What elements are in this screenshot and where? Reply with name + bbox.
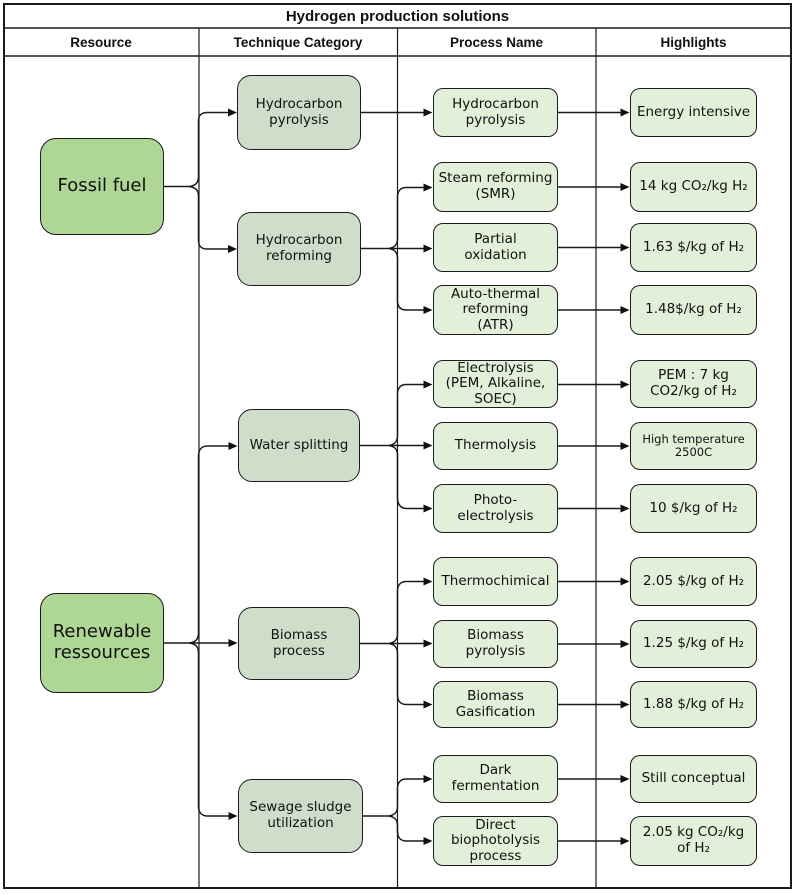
header-resource: Resource [70, 34, 132, 50]
highlight-node-photo-cost: 10 $/kg of H₂ [630, 484, 757, 533]
header-process: Process Name [449, 34, 544, 50]
process-node-steam-reforming: Steam reforming (SMR) [433, 162, 558, 212]
connector-biomass-to-thermochimical [388, 577, 433, 645]
highlight-node-partial-cost: 1.63 $/kg of H₂ [630, 223, 757, 272]
connector-reforming-to-atr [388, 247, 433, 314]
category-node-hydrocarbon-pyrolysis: Hydrocarbon pyrolysis [237, 75, 361, 150]
highlight-node-energy-intensive: Energy intensive [630, 88, 757, 137]
category-node-water-splitting: Water splitting [238, 409, 360, 482]
connector-sewage-to-dark [388, 775, 433, 817]
header-highlights: Highlights [660, 34, 727, 50]
process-node-biomass-gasification: Biomass Gasification [433, 681, 558, 728]
category-node-sewage-sludge: Sewage sludge utilization [238, 779, 363, 853]
connector-fossil-to-pyrolysis [189, 108, 237, 188]
resource-node-renewable: Renewable ressources [40, 593, 164, 693]
process-node-biomass-pyrolysis: Biomass pyrolysis [433, 620, 558, 668]
process-node-hydrocarbon-pyrolysis: Hydrocarbon pyrolysis [433, 88, 558, 137]
process-node-partial-oxidation: Partial oxidation [433, 223, 558, 272]
highlight-node-biomass-gas-cost: 1.88 $/kg of H₂ [630, 681, 757, 728]
highlight-node-atr-cost: 1.48$/kg of H₂ [630, 285, 757, 335]
highlight-node-biophotolysis-co2: 2.05 kg CO₂/kg of H₂ [630, 816, 757, 866]
process-node-dark-fermentation: Dark fermentation [433, 755, 558, 803]
resource-node-fossil-fuel: Fossil fuel [40, 138, 164, 235]
table-grid [3, 3, 792, 889]
category-node-hydrocarbon-reforming: Hydrocarbon reforming [237, 212, 361, 286]
category-node-biomass-process: Biomass process [238, 607, 360, 680]
connector-renewable-to-sewage [189, 642, 238, 820]
highlight-node-pem-co2: PEM : 7 kg CO2/kg of H₂ [630, 360, 757, 408]
connector-reforming-to-smr [388, 183, 433, 250]
highlight-node-thermochimical-cost: 2.05 $/kg of H₂ [630, 557, 757, 606]
connector-water-to-photo [388, 444, 433, 513]
process-node-photo-electrolysis: Photo- electrolysis [433, 484, 558, 533]
page-title: Hydrogen production solutions [285, 7, 510, 25]
highlight-node-smr-co2: 14 kg CO₂/kg H₂ [630, 162, 757, 212]
connector-fossil-to-reforming [189, 185, 237, 253]
process-node-direct-biophotolysis: Direct biophotolysis process [433, 816, 558, 866]
highlight-node-high-temperature: High temperature 2500C [630, 422, 757, 470]
connector-renewable-to-water [189, 442, 238, 644]
process-node-electrolysis: Electrolysis (PEM, Alkaline, SOEC) [433, 360, 558, 408]
process-node-thermochimical: Thermochimical [433, 557, 558, 606]
connector-water-to-electrolysis [388, 380, 433, 447]
process-node-auto-thermal: Auto-thermal reforming (ATR) [433, 285, 558, 335]
highlight-node-biomass-pyr-cost: 1.25 $/kg of H₂ [630, 620, 757, 668]
process-node-thermolysis: Thermolysis [433, 422, 558, 470]
connector-biomass-to-gasification [388, 642, 433, 709]
header-technique: Technique Category [233, 34, 363, 50]
connectors [164, 108, 630, 845]
highlight-node-still-conceptual: Still conceptual [630, 755, 757, 803]
connector-sewage-to-biophotolysis [388, 815, 433, 845]
